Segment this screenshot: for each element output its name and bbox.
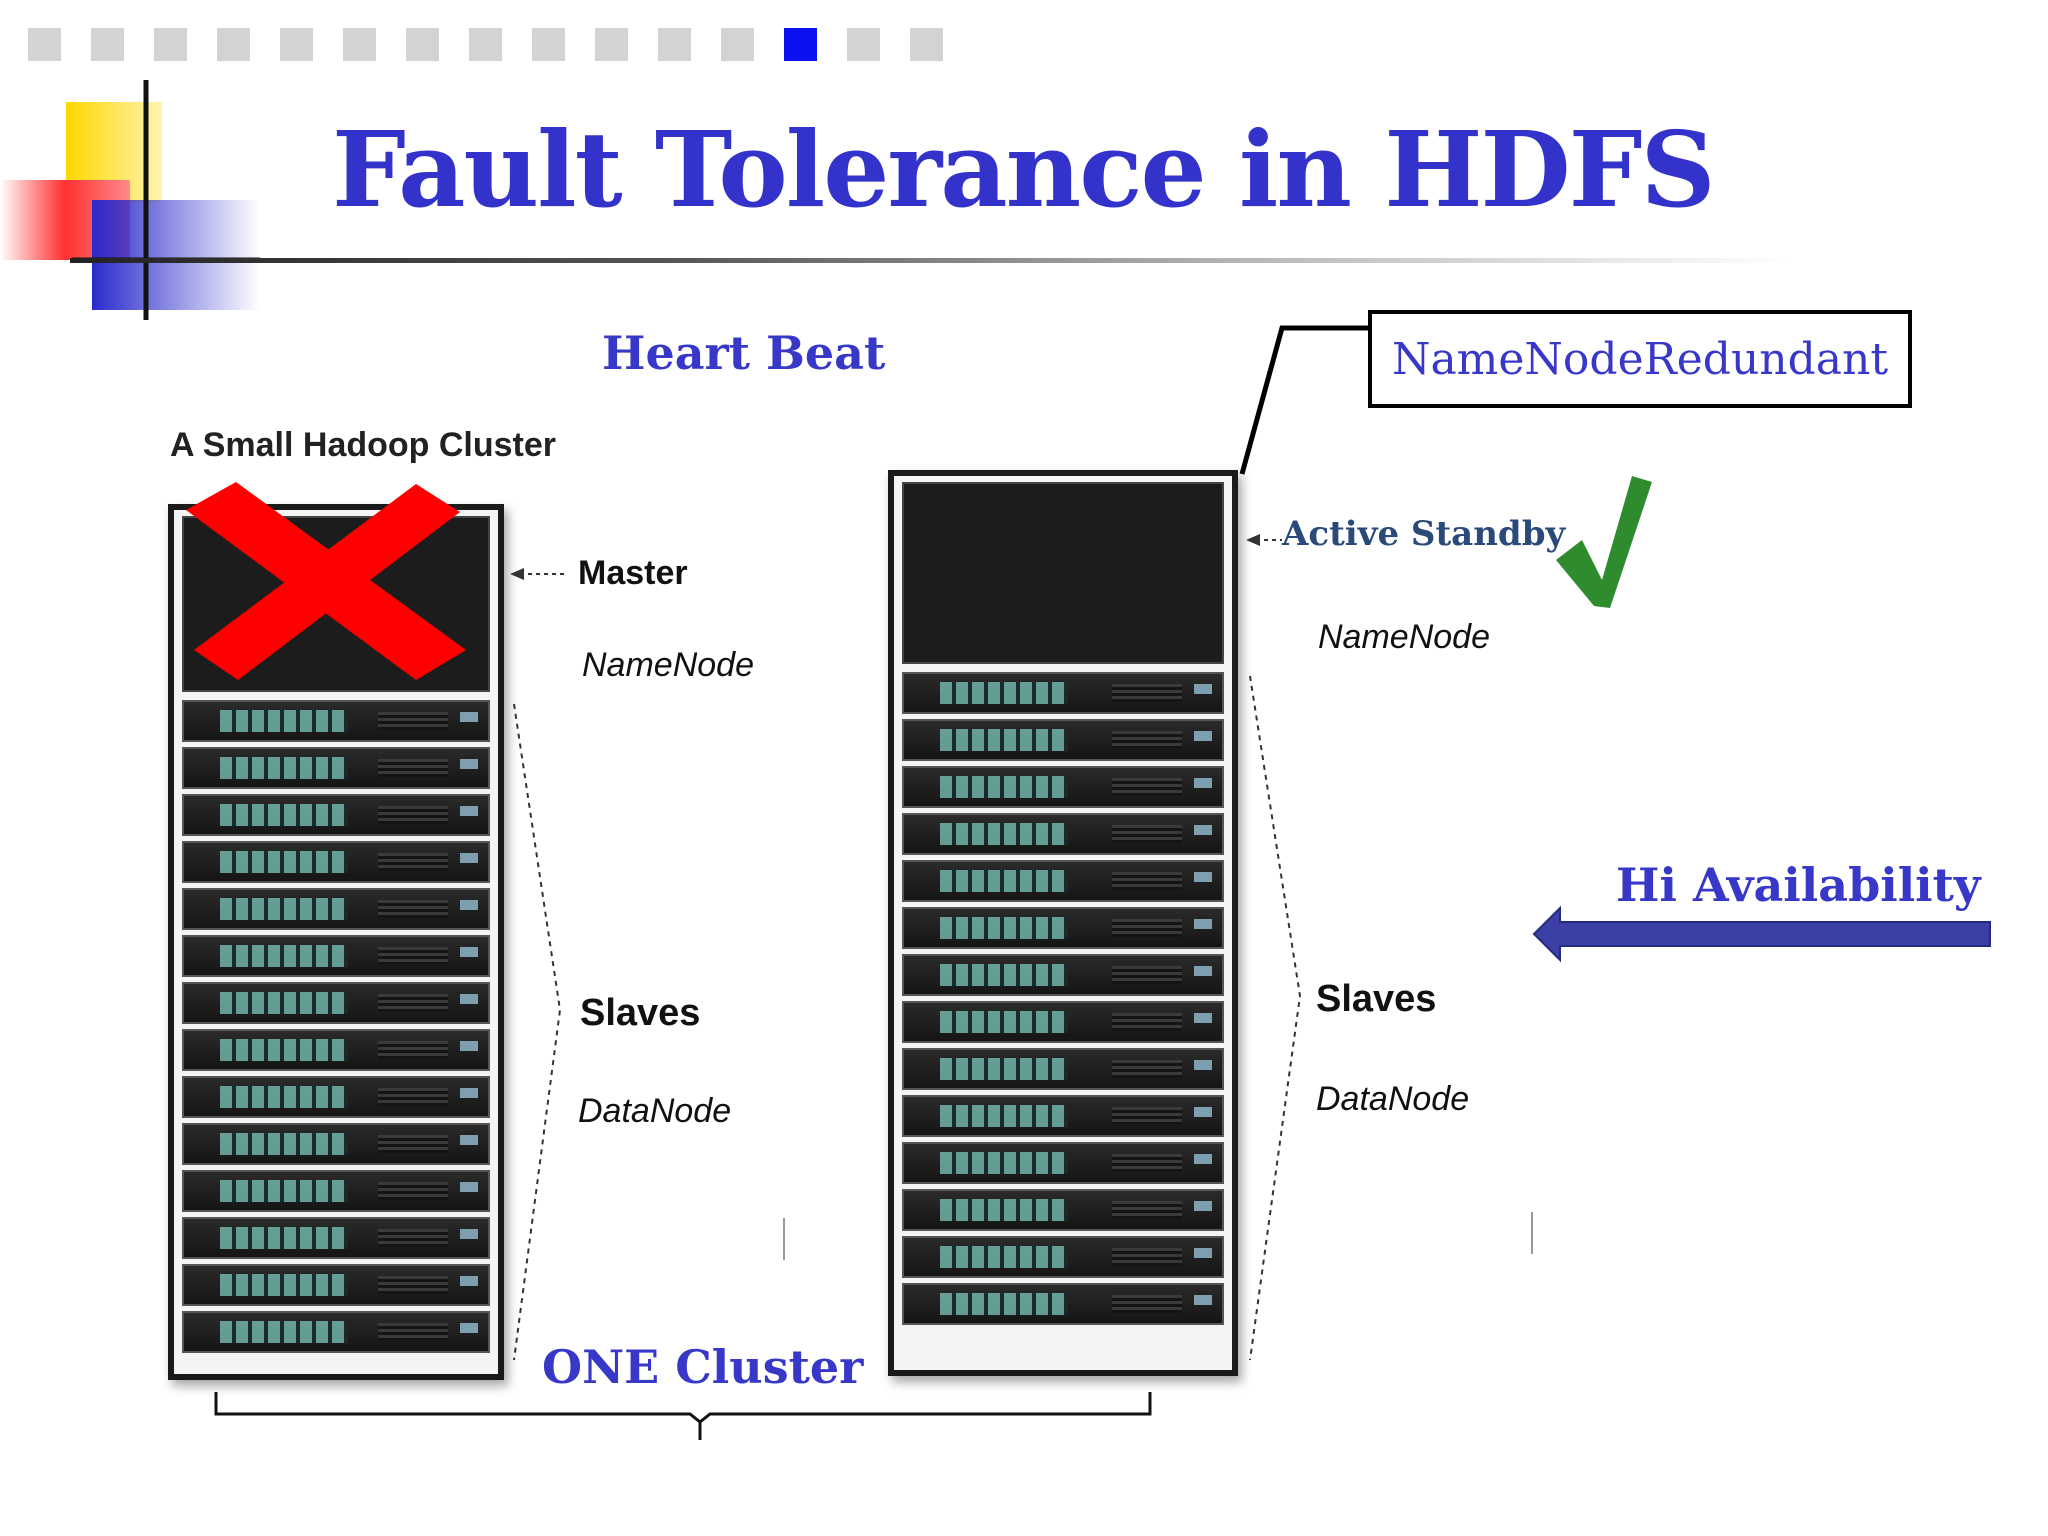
progress-square — [595, 28, 628, 61]
progress-square — [91, 28, 124, 61]
datanode-right-label: DataNode — [1316, 1080, 1470, 1118]
slave-server-unit — [182, 1264, 490, 1306]
slaves-right-label: Slaves — [1316, 978, 1437, 1020]
active-standby-label: Active Standby — [1282, 514, 1566, 554]
one-cluster-brace — [214, 1392, 1152, 1440]
slave-server-unit — [182, 700, 490, 742]
progress-square — [469, 28, 502, 61]
datanode-left-label: DataNode — [578, 1092, 732, 1130]
slave-server-stack — [182, 700, 490, 1353]
hi-availability-label: Hi Availability — [1616, 858, 1981, 912]
progress-square — [532, 28, 565, 61]
slave-server-unit — [182, 1170, 490, 1212]
title-decoration — [0, 80, 260, 320]
namenode-left-label: NameNode — [582, 646, 754, 684]
slave-server-unit — [902, 672, 1224, 714]
progress-square — [280, 28, 313, 61]
slaves-left-label: Slaves — [580, 992, 701, 1034]
slave-server-unit — [182, 841, 490, 883]
progress-square — [217, 28, 250, 61]
slave-server-unit — [902, 1283, 1224, 1325]
one-cluster-label: ONE Cluster — [542, 1340, 864, 1394]
slave-server-unit — [902, 1001, 1224, 1043]
slave-server-unit — [182, 1076, 490, 1118]
slave-server-unit — [902, 719, 1224, 761]
slave-server-unit — [902, 1095, 1224, 1137]
master-pointer-arrow — [510, 568, 568, 580]
slave-server-unit — [182, 1123, 490, 1165]
progress-square-current — [784, 28, 817, 61]
slave-server-stack — [902, 672, 1224, 1325]
progress-square — [28, 28, 61, 61]
progress-square — [154, 28, 187, 61]
namenode-right-label: NameNode — [1318, 618, 1490, 656]
slave-server-unit — [902, 766, 1224, 808]
slaves-bracket-right — [1249, 675, 1302, 1361]
slave-server-unit — [902, 860, 1224, 902]
slave-server-unit — [902, 1048, 1224, 1090]
green-checkmark-icon — [1556, 476, 1652, 608]
progress-square — [406, 28, 439, 61]
slave-server-unit — [182, 747, 490, 789]
small-cluster-caption: A Small Hadoop Cluster — [170, 426, 557, 464]
slave-server-unit — [182, 1029, 490, 1071]
master-label: Master — [578, 554, 688, 592]
server-rack-right — [888, 470, 1238, 1376]
slave-server-unit — [182, 982, 490, 1024]
slave-server-unit — [902, 1236, 1224, 1278]
progress-square — [343, 28, 376, 61]
title-underline — [70, 258, 1790, 263]
slave-server-unit — [182, 888, 490, 930]
callout-line — [1239, 325, 1368, 475]
slave-server-unit — [182, 1311, 490, 1353]
progress-square — [847, 28, 880, 61]
progress-square — [658, 28, 691, 61]
progress-square — [910, 28, 943, 61]
master-server-unit — [182, 516, 490, 692]
slide-progress-indicator — [28, 28, 943, 64]
server-rack-left — [168, 504, 504, 1380]
slave-server-unit — [902, 907, 1224, 949]
standby-pointer-arrow — [1246, 534, 1282, 546]
slave-server-unit — [902, 954, 1224, 996]
slave-server-unit — [902, 1189, 1224, 1231]
slave-server-unit — [182, 794, 490, 836]
heart-beat-label: Heart Beat — [602, 326, 886, 380]
slave-server-unit — [902, 813, 1224, 855]
namenode-redundant-label: NameNodeRedundant — [1391, 333, 1889, 385]
slide-title: Fault Tolerance in HDFS — [332, 108, 1716, 231]
slaves-bracket-left — [513, 703, 562, 1361]
namenode-redundant-box: NameNodeRedundant — [1368, 310, 1912, 408]
slave-server-unit — [182, 935, 490, 977]
slave-server-unit — [902, 1142, 1224, 1184]
standby-server-unit — [902, 482, 1224, 664]
left-arrow-icon — [1532, 905, 1991, 963]
progress-square — [721, 28, 754, 61]
slave-server-unit — [182, 1217, 490, 1259]
